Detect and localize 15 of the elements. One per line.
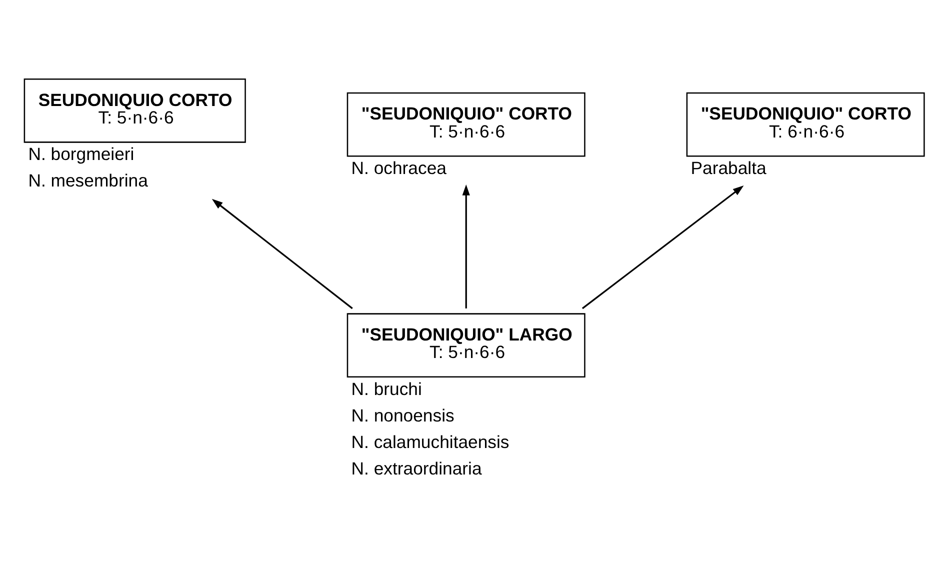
node-box: "SEUDONIQUIO" CORTO T: 6·n·6·6 [686, 92, 925, 157]
node-label: Parabalta [690, 158, 766, 178]
arrow [582, 186, 744, 310]
node-label: N. ochracea [351, 158, 446, 178]
node-label: N. nonoensis [351, 405, 454, 426]
node-label: N. extraordinaria [351, 458, 482, 478]
arrow [462, 184, 470, 308]
node-label: N. borgmeieri [28, 144, 134, 164]
arrow [212, 198, 353, 310]
node-box: SEUDONIQUIO CORTO T: 5·n·6·6 [24, 78, 246, 143]
node-label: N. bruchi [351, 378, 422, 399]
node-box: "SEUDONIQUIO" CORTO T: 5·n·6·6 [346, 92, 586, 157]
node-label: N. calamuchitaensis [351, 432, 510, 452]
node-label: N. mesembrina [28, 170, 148, 191]
node-box: "SEUDONIQUIO" LARGO T: 5·n·6·6 [346, 313, 586, 378]
